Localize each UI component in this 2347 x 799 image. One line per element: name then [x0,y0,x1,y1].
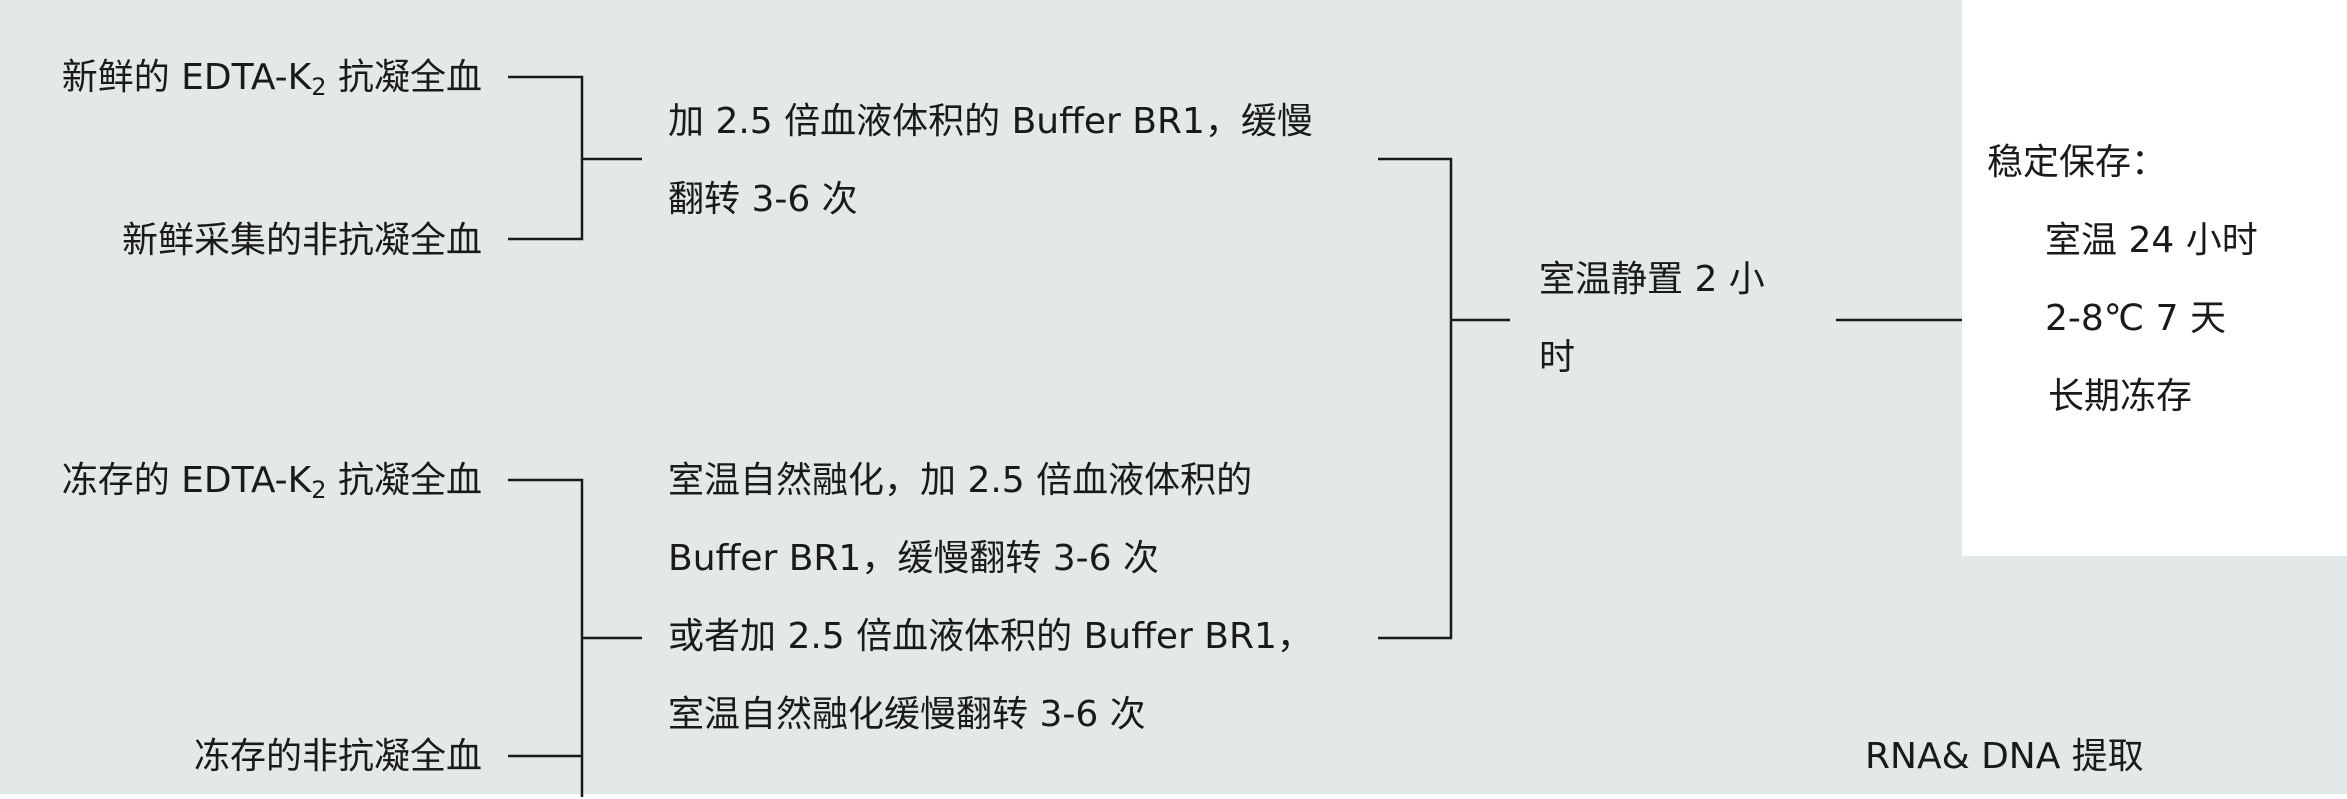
step-fresh-line-2: 翻转 3-6 次 [668,179,858,220]
connector-steps-merge [1378,157,1453,640]
input-frozen-edta-blood: 冻存的 EDTA-K2 抗凝全血 [20,460,482,504]
step-frozen-line-4: 室温自然融化缓慢翻转 3-6 次 [668,694,1146,735]
input-fresh-edta-text: 新鲜的 EDTA-K [61,57,312,98]
step-frozen-line-1: 室温自然融化，加 2.5 倍血液体积的 [668,460,1253,501]
storage-item-frozen: 长期冻存 [2048,376,2193,417]
incubate-line-1: 室温静置 2 小 [1539,259,1765,300]
connector-frozen-group [508,478,584,797]
input-fresh-edta-blood: 新鲜的 EDTA-K2 抗凝全血 [20,57,482,101]
input-frozen-edta-suffix: 抗凝全血 [326,460,482,501]
step-frozen-line-3: 或者加 2.5 倍血液体积的 Buffer BR1， [668,616,1313,657]
step-frozen-line-2: Buffer BR1，缓慢翻转 3-6 次 [668,538,1160,579]
storage-item-room-temp: 室温 24 小时 [2045,220,2258,261]
input-frozen-non-anticoagulated: 冻存的非抗凝全血 [193,736,482,777]
input-fresh-edta-subscript: 2 [311,73,327,101]
diagram-background-lower-right [1962,556,2347,794]
diagram-background [0,0,1962,794]
input-fresh-non-anticoagulated: 新鲜采集的非抗凝全血 [121,220,482,261]
input-frozen-edta-text: 冻存的 EDTA-K [61,460,312,501]
input-frozen-edta-subscript: 2 [311,476,327,504]
connector-fresh-edta [508,75,584,241]
storage-title: 稳定保存： [1987,142,2168,183]
input-fresh-edta-suffix: 抗凝全血 [326,57,482,98]
extraction-label: RNA& DNA 提取 [1865,736,2144,777]
step-fresh-line-1: 加 2.5 倍血液体积的 Buffer BR1，缓慢 [668,101,1313,142]
storage-item-fridge: 2-8℃ 7 天 [2045,298,2227,339]
incubate-line-2: 时 [1539,337,1576,378]
